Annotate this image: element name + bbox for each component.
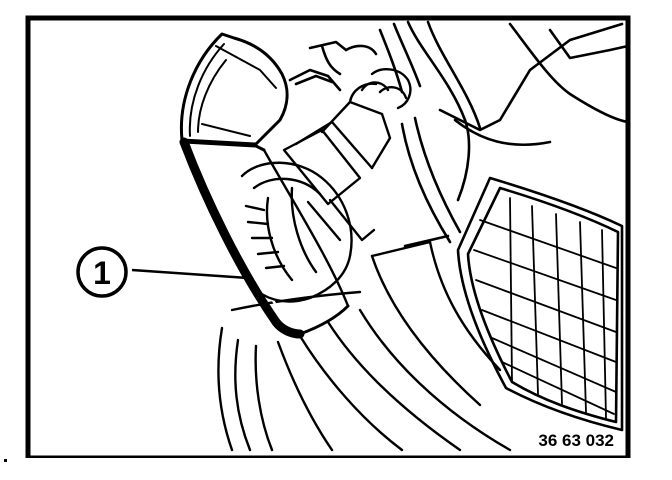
bumper-body-lines xyxy=(217,240,512,452)
bulb-assembly xyxy=(240,68,412,303)
fender-edge xyxy=(378,22,422,94)
headlight-housing xyxy=(179,32,350,339)
callout-1-leader-line xyxy=(131,268,249,280)
radiator-grille xyxy=(456,176,624,432)
technical-illustration: 1 36 63 032 xyxy=(25,15,631,458)
connector-wire xyxy=(288,40,378,92)
callout-1: 1 xyxy=(76,246,249,298)
hood-contour xyxy=(400,20,630,248)
grille-mesh xyxy=(473,197,617,419)
callout-1-number: 1 xyxy=(93,255,111,291)
callout-1-circle xyxy=(76,246,128,298)
illustration-frame: 1 36 63 032 xyxy=(10,10,650,458)
figure-border xyxy=(25,15,631,458)
figure-reference-code: 36 63 032 xyxy=(538,431,614,450)
stray-dot xyxy=(4,459,7,462)
